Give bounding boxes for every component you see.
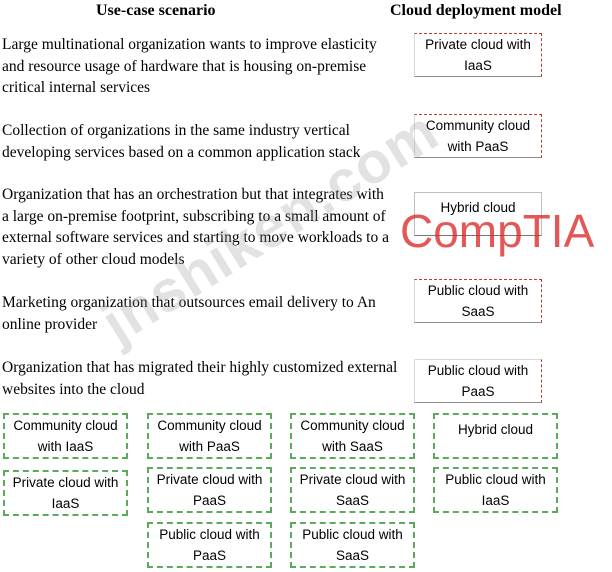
- option-line: with IaaS: [37, 439, 94, 454]
- answer-slot-2-line1: Community cloud: [425, 118, 531, 133]
- option-line: Community cloud: [13, 418, 118, 433]
- scenario-1-text: Large multinational organization wants t…: [2, 36, 377, 96]
- option-line: PaaS: [192, 548, 227, 563]
- answer-slot-1-line1: Private cloud with: [425, 37, 531, 52]
- option-line: with PaaS: [179, 439, 240, 454]
- answer-slot-4-line1: Public cloud with: [427, 283, 529, 298]
- answer-slot-5-line1: Public cloud with: [427, 363, 529, 378]
- option-community-saas[interactable]: Community cloud with SaaS: [290, 413, 415, 459]
- scenario-2-text: Collection of organizations in the same …: [2, 122, 361, 161]
- option-line: Community cloud: [300, 418, 405, 433]
- option-line: SaaS: [335, 548, 370, 563]
- option-line: Private cloud with: [156, 472, 263, 487]
- option-line: PaaS: [192, 493, 227, 508]
- option-community-paas[interactable]: Community cloud with PaaS: [147, 413, 272, 459]
- option-line: Public cloud with: [159, 527, 260, 542]
- answer-slot-5-line2: PaaS: [461, 384, 495, 399]
- answer-slot-3-line1: Hybrid cloud: [440, 200, 516, 215]
- option-community-iaas[interactable]: Community cloud with IaaS: [3, 413, 128, 459]
- scenario-3-text: Organization that has an orchestration b…: [2, 186, 389, 268]
- scenario-5-text: Organization that has migrated their hig…: [2, 359, 398, 398]
- use-case-header: Use-case scenario: [96, 2, 216, 19]
- option-line: Private cloud with: [299, 472, 406, 487]
- option-line: Community cloud: [157, 418, 262, 433]
- answer-slot-3[interactable]: Hybrid cloud: [414, 192, 542, 236]
- option-line: Private cloud with: [12, 475, 119, 490]
- option-hybrid[interactable]: Hybrid cloud: [433, 413, 558, 459]
- answer-slot-2[interactable]: Community cloud with PaaS: [414, 114, 542, 158]
- answer-slot-1-line2: IaaS: [464, 58, 492, 73]
- option-line: IaaS: [51, 496, 80, 511]
- option-line: Public cloud with: [302, 527, 403, 542]
- answer-slot-2-line2: with PaaS: [447, 139, 509, 154]
- option-line: IaaS: [481, 493, 510, 508]
- scenario-4-text: Marketing organization that outsources e…: [2, 294, 376, 333]
- option-line: Hybrid cloud: [457, 422, 534, 437]
- deployment-model-header: Cloud deployment model: [390, 2, 562, 19]
- answer-slot-4-line2: SaaS: [461, 304, 495, 319]
- option-line: with SaaS: [322, 439, 383, 454]
- option-line: SaaS: [335, 493, 370, 508]
- option-line: Public cloud with: [445, 472, 546, 487]
